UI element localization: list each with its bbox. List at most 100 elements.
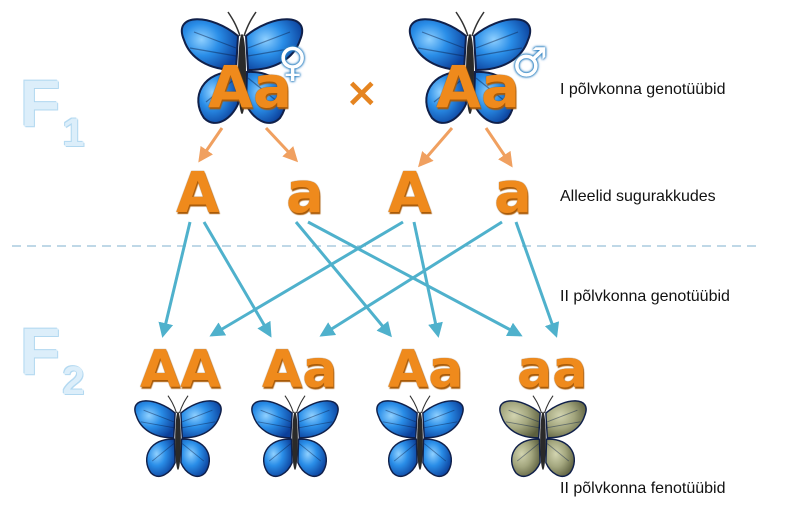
butterfly-vein: [424, 409, 455, 423]
cross-symbol: ×: [345, 70, 379, 116]
gamete-allele-1: A: [176, 161, 220, 226]
butterfly-antenna: [409, 395, 420, 414]
butterfly-vein: [268, 443, 291, 462]
generation-label-f2: F2: [20, 314, 85, 403]
arrow-g3-to-o1: [209, 220, 404, 337]
butterfly-vein: [257, 421, 291, 429]
butterfly-vein: [299, 443, 322, 462]
arrow-g1-to-o2: [202, 221, 272, 338]
butterfly-vein: [247, 31, 291, 49]
butterfly-parent-female: [180, 11, 304, 124]
butterfly-vein: [247, 77, 279, 103]
butterfly-offspring-1: [134, 395, 222, 477]
gamete-allele-2: a: [286, 161, 324, 226]
offspring-genotype-3: Aa: [388, 340, 464, 400]
butterfly-vein: [193, 31, 237, 49]
butterfly-vein: [205, 77, 237, 103]
arrow-g4-to-o4: [514, 221, 560, 338]
parent-gamete-arrows: [198, 126, 513, 168]
butterfly-vein: [424, 443, 447, 462]
butterfly-vein: [421, 31, 465, 49]
butterfly-vein: [143, 409, 174, 423]
butterfly-wing: [146, 438, 176, 477]
butterfly-wing: [297, 438, 327, 477]
butterfly-vein: [433, 77, 465, 103]
butterfly-body: [238, 34, 246, 114]
butterfly-vein: [393, 443, 416, 462]
gamete-allele-4: a: [494, 161, 532, 226]
parent-genotype-male: Aa: [436, 53, 521, 121]
caption-offspring-phenotypes: II põlvkonna fenotüübid: [560, 480, 726, 497]
butterfly-antenna: [455, 11, 469, 37]
offspring-genotype-1: AA: [140, 340, 221, 400]
butterfly-wing: [388, 438, 418, 477]
generation-label-f1: F1: [20, 66, 85, 155]
butterfly-vein: [508, 409, 539, 423]
arrow-p1-to-g1: [198, 127, 224, 163]
butterfly-wing: [545, 400, 587, 439]
butterfly-parent-male: [408, 11, 532, 124]
butterfly-vein: [475, 31, 519, 49]
butterfly-vein: [182, 443, 205, 462]
butterfly-vein: [475, 47, 523, 57]
butterfly-vein: [475, 77, 507, 103]
butterfly-offspring-3: [376, 395, 464, 477]
butterfly-wing: [180, 400, 222, 439]
parent-genotype-female: Aa: [208, 53, 293, 121]
arrow-g3-to-o3: [412, 221, 443, 338]
butterfly-wing: [499, 400, 541, 439]
butterfly-vein: [260, 409, 291, 423]
butterfly-wing: [422, 400, 464, 439]
butterfly-wing: [376, 400, 418, 439]
butterfly-vein: [547, 409, 578, 423]
butterfly-vein: [547, 443, 570, 462]
butterfly-antenna: [420, 395, 431, 414]
butterfly-vein: [516, 443, 539, 462]
butterfly-wing: [297, 400, 339, 439]
butterfly-wing: [425, 70, 468, 124]
arrow-p1-to-g2: [264, 126, 299, 163]
butterfly-body: [417, 411, 423, 470]
butterfly-wing: [251, 400, 293, 439]
arrow-p2-to-g4: [484, 127, 513, 168]
offspring-genotype-4: aa: [517, 340, 588, 400]
butterfly-vein: [182, 409, 213, 423]
butterfly-vein: [247, 47, 295, 57]
butterfly-layer: [134, 11, 587, 477]
butterfly-body: [540, 411, 546, 470]
butterfly-wing: [472, 70, 515, 124]
arrow-g4-to-o2: [319, 220, 503, 337]
butterfly-body: [292, 411, 298, 470]
female-symbol-icon: ♀: [278, 40, 308, 86]
butterfly-wing: [408, 18, 468, 72]
butterfly-vein: [140, 421, 174, 429]
butterfly-vein: [505, 421, 539, 429]
gamete-offspring-arrows: [158, 220, 560, 338]
butterfly-vein: [382, 421, 416, 429]
butterfly-vein: [182, 421, 216, 429]
butterfly-vein: [385, 409, 416, 423]
butterfly-vein: [547, 421, 581, 429]
butterfly-antenna: [295, 395, 306, 414]
butterfly-vein: [151, 443, 174, 462]
butterfly-body: [466, 34, 474, 114]
butterfly-wing: [263, 438, 293, 477]
butterfly-body: [175, 411, 181, 470]
butterfly-antenna: [543, 395, 554, 414]
offspring-genotype-2: Aa: [262, 340, 338, 400]
butterfly-wing: [134, 400, 176, 439]
arrow-g2-to-o3: [294, 221, 392, 338]
butterfly-wing: [244, 70, 287, 124]
butterfly-wing: [511, 438, 541, 477]
butterfly-vein: [189, 47, 237, 57]
butterfly-wing: [244, 18, 304, 72]
butterfly-wing: [180, 18, 240, 72]
butterfly-antenna: [227, 11, 241, 37]
butterfly-vein: [424, 421, 458, 429]
caption-offspring-genotypes: II põlvkonna genotüübid: [560, 288, 730, 305]
caption-gamete-alleles: Alleelid sugurakkudes: [560, 188, 716, 205]
butterfly-antenna: [471, 11, 485, 37]
butterfly-wing: [472, 18, 532, 72]
